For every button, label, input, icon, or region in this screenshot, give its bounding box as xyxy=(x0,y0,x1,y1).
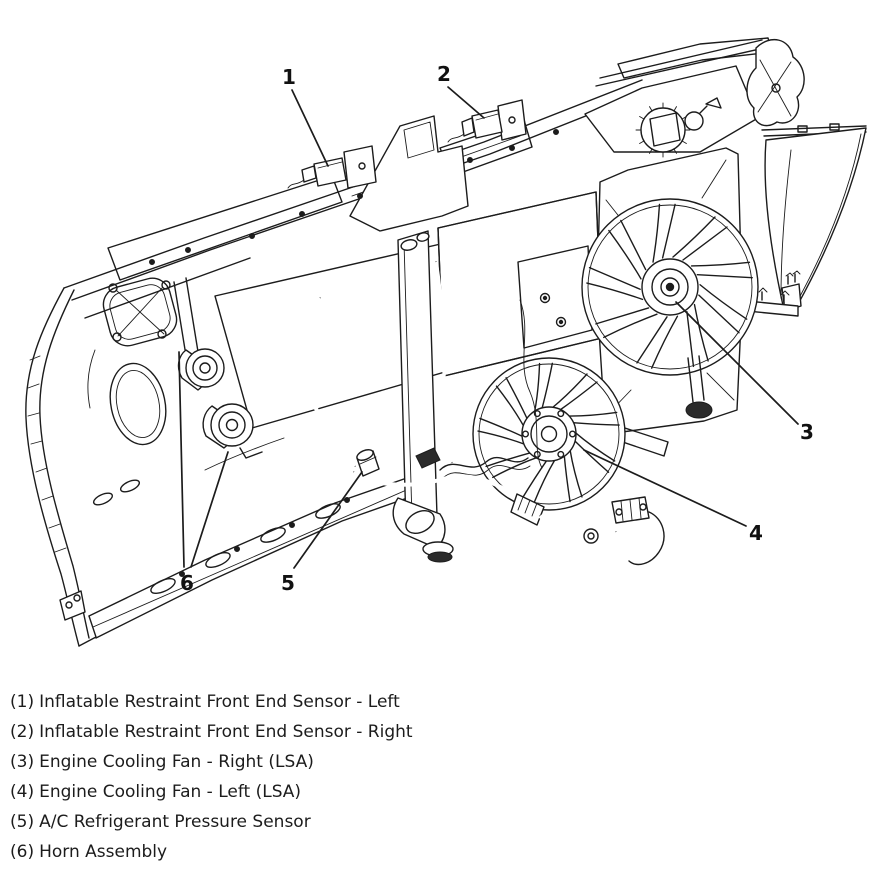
impact-sensor-right xyxy=(447,99,527,143)
headlamp-opening-left xyxy=(102,277,178,347)
legend-item-3: (3)Engine Cooling Fan - Right (LSA) xyxy=(10,747,413,777)
cooling-fan-right xyxy=(580,196,760,376)
legend-item-4-number: (4) xyxy=(10,782,35,802)
leader-line-6b xyxy=(190,451,229,568)
washer-motor xyxy=(635,97,722,158)
callout-1: 1 xyxy=(282,65,329,167)
impact-sensor-left xyxy=(287,145,377,189)
fender-panel-right xyxy=(761,123,867,312)
horn-assembly xyxy=(177,348,263,459)
leader-line-2 xyxy=(447,86,485,119)
grille-mesh-upper-left xyxy=(107,175,343,281)
leader-line-6a xyxy=(178,351,185,568)
legend-item-6-number: (6) xyxy=(10,842,35,862)
callout-number-4: 4 xyxy=(749,521,763,545)
callout-6: 6 xyxy=(178,351,229,595)
fog-lamp-recess xyxy=(109,362,167,446)
legend-item-5-label: A/C Refrigerant Pressure Sensor xyxy=(39,812,311,832)
legend-item-1-label: Inflatable Restraint Front End Sensor - … xyxy=(39,692,400,712)
legend: (1)Inflatable Restraint Front End Sensor… xyxy=(10,687,413,867)
hoses-and-harness xyxy=(299,261,543,563)
legend-item-6: (6)Horn Assembly xyxy=(10,837,413,867)
legend-item-2-label: Inflatable Restraint Front End Sensor - … xyxy=(39,722,413,742)
callout-number-3: 3 xyxy=(800,420,814,444)
front-end-diagram: 1 2 3 4 5 6 xyxy=(25,37,867,647)
legend-item-3-number: (3) xyxy=(10,752,35,772)
legend-item-3-label: Engine Cooling Fan - Right (LSA) xyxy=(39,752,314,772)
leader-line-1 xyxy=(291,89,329,167)
callout-number-5: 5 xyxy=(281,571,295,595)
leader-line-3 xyxy=(675,301,799,425)
callout-5: 5 xyxy=(281,471,363,595)
legend-item-6-label: Horn Assembly xyxy=(39,842,168,862)
legend-item-5-number: (5) xyxy=(10,812,35,832)
ac-refrigerant-line xyxy=(352,449,665,572)
callout-2: 2 xyxy=(437,62,485,119)
leader-line-5 xyxy=(293,471,363,569)
legend-item-1: (1)Inflatable Restraint Front End Sensor… xyxy=(10,687,413,717)
cooling-fan-left xyxy=(472,356,626,511)
harness-connector xyxy=(611,496,665,566)
callout-4: 4 xyxy=(583,449,763,545)
callout-number-1: 1 xyxy=(282,65,296,89)
legend-item-1-number: (1) xyxy=(10,692,35,712)
ac-pressure-sensor xyxy=(356,449,380,477)
horn-lower xyxy=(202,403,263,459)
callouts: 1 2 3 4 5 6 xyxy=(178,62,814,595)
legend-item-4: (4)Engine Cooling Fan - Left (LSA) xyxy=(10,777,413,807)
legend-item-2: (2)Inflatable Restraint Front End Sensor… xyxy=(10,717,413,747)
legend-item-4-label: Engine Cooling Fan - Left (LSA) xyxy=(39,782,302,802)
legend-item-2-number: (2) xyxy=(10,722,35,742)
leader-line-4 xyxy=(583,449,747,527)
callout-number-2: 2 xyxy=(437,62,451,86)
callout-3: 3 xyxy=(675,301,814,444)
radiator-outlet xyxy=(392,497,454,563)
headlamp-bracket-right xyxy=(746,38,805,127)
cowl-and-fender xyxy=(584,37,867,317)
callout-number-6: 6 xyxy=(180,571,194,595)
horn-upper xyxy=(177,348,225,391)
legend-item-5: (5)A/C Refrigerant Pressure Sensor xyxy=(10,807,413,837)
cowl-ribbed-strip xyxy=(617,37,773,79)
